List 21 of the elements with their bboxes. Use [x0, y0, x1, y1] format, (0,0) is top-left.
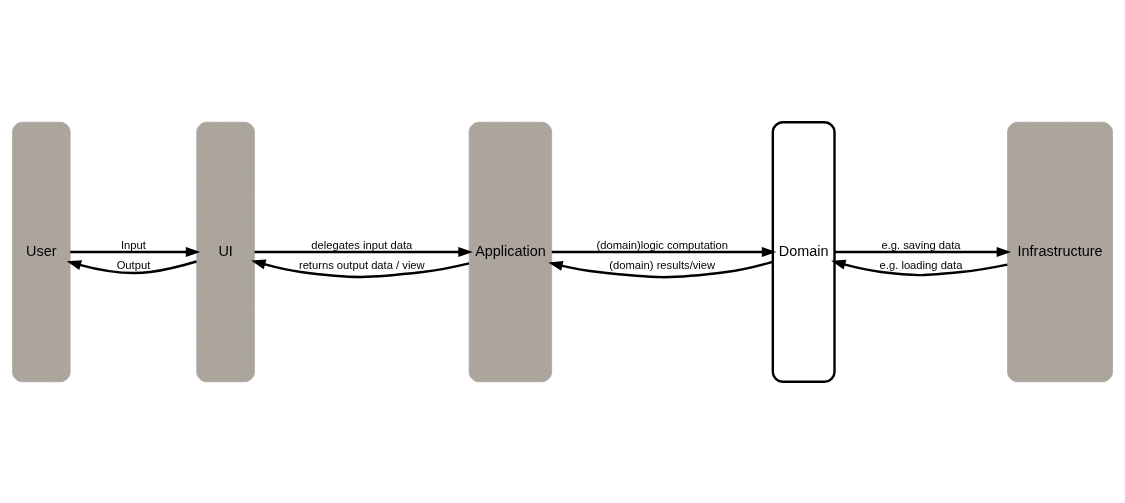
arrow	[70, 246, 201, 257]
node-box: Infrastructure	[1007, 121, 1113, 382]
arrow	[551, 246, 777, 257]
edge-label: Input	[120, 238, 146, 251]
arrow	[251, 259, 470, 278]
arrow	[548, 260, 773, 278]
arrow	[254, 246, 473, 257]
edge-label: e.g. saving data	[881, 238, 961, 251]
arrow	[66, 259, 197, 274]
node-box: Application	[468, 121, 553, 382]
edge-label: (domain)logic computation	[596, 238, 728, 251]
edge-label: delegates input data	[311, 238, 413, 251]
edge-label: e.g. loading data	[879, 258, 963, 271]
edge-label: Output	[116, 258, 151, 271]
node-box: UI	[196, 121, 255, 382]
node-box: User	[12, 121, 71, 382]
arrow	[834, 246, 1012, 257]
arrow	[831, 259, 1008, 276]
node-box: Domain	[771, 120, 836, 383]
edge-label: (domain) results/view	[609, 258, 716, 271]
edge-label: returns output data / view	[298, 258, 425, 271]
